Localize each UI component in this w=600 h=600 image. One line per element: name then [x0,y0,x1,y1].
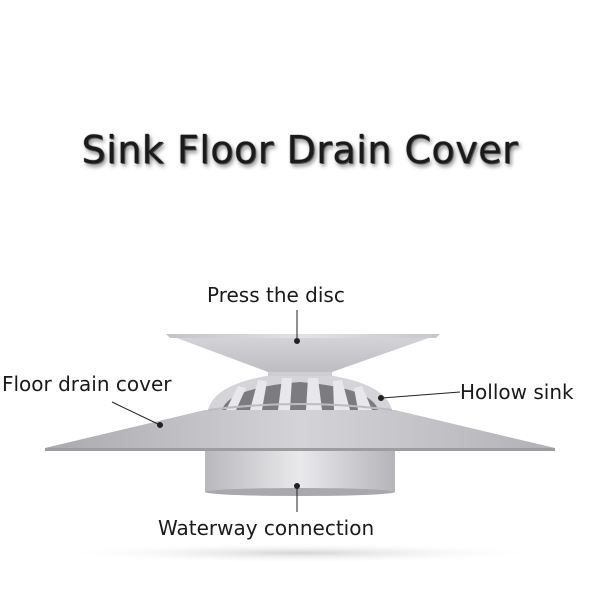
callout-lines [111,310,461,512]
floor-shadow [50,543,550,563]
floor-cover-leader [111,401,159,425]
press-disc-label: Press the disc [207,283,345,307]
hollow-sink-dot [378,395,384,401]
page-title: Sink Floor Drain Cover [81,128,519,172]
hollow-sink-leader [381,391,461,399]
waterway-dot [294,483,300,489]
hollow-sink-label: Hollow sink [460,380,574,404]
waterway-connection-label: Waterway connection [158,516,375,540]
floor-cover-dot [157,422,163,428]
press-disc-shape [166,334,440,372]
floor-drain-cover-shape [45,410,555,451]
waterway-pipe [205,446,395,496]
floor-drain-cover-label: Floor drain cover [2,372,172,396]
press-disc-dot [294,338,300,344]
hollow-sink-cage [207,372,393,411]
